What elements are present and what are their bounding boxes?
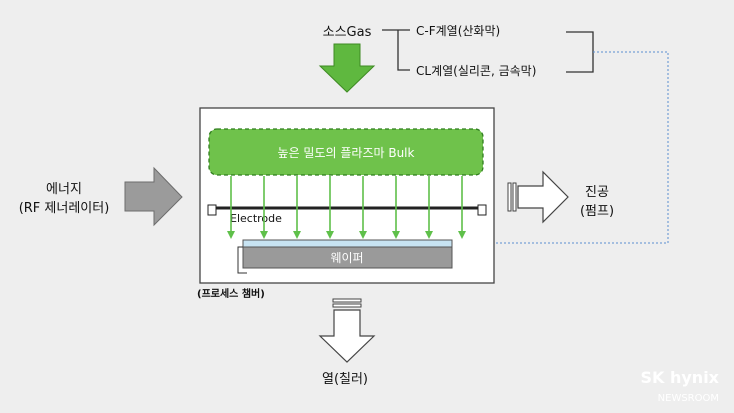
heat-chiller-arrow xyxy=(318,298,376,363)
vacuum-pump-arrow xyxy=(507,170,569,224)
brand-logo-bottom: NEWSROOM xyxy=(658,393,719,404)
ion-flux-arrow-head xyxy=(458,231,466,239)
wafer-body xyxy=(242,246,453,269)
plasma-label: 높은 밀도의 플라즈마 Bulk xyxy=(278,146,415,160)
ion-flux-arrow-head xyxy=(260,231,268,239)
wafer-top-layer xyxy=(242,239,453,248)
heat-label: 열(칠러) xyxy=(322,372,368,387)
gas-connector xyxy=(382,29,410,71)
chamber-label: (프로세스 챔버) xyxy=(197,287,265,300)
ion-flux-arrow-head xyxy=(293,231,301,239)
gas-inflow-arrow xyxy=(318,43,376,93)
brand-logo-top: SK hynix xyxy=(640,368,719,387)
gas-type-cl: CL계열(실리콘, 금속막) xyxy=(416,64,536,78)
vacuum-label-line1: 진공 xyxy=(585,185,609,200)
source-gas-label: 소스Gas xyxy=(323,25,372,40)
gas-bracket xyxy=(566,31,594,73)
vacuum-link-line xyxy=(457,51,669,247)
vacuum-label-line2: (펌프) xyxy=(580,204,614,219)
wafer-label: 웨이퍼 xyxy=(330,251,363,265)
plasma-bulk xyxy=(208,128,484,176)
energy-label-line1: 에너지 xyxy=(46,182,82,197)
wafer-holder xyxy=(237,246,247,274)
ion-flux-arrow-head xyxy=(425,231,433,239)
ion-flux-arrow-head xyxy=(392,231,400,239)
electrode-clamp-right xyxy=(477,204,487,216)
energy-label-line2: (RF 제너레이터) xyxy=(19,201,110,216)
ion-flux-arrow-head xyxy=(359,231,367,239)
energy-arrow xyxy=(124,166,183,227)
electrode-label: Electrode xyxy=(230,212,282,225)
gas-type-cf: C-F계열(산화막) xyxy=(416,24,500,38)
ion-flux-arrows xyxy=(227,176,466,239)
ion-flux-arrow-head xyxy=(326,231,334,239)
ion-flux-arrow-head xyxy=(227,231,235,239)
electrode-clamp-left xyxy=(207,204,217,216)
